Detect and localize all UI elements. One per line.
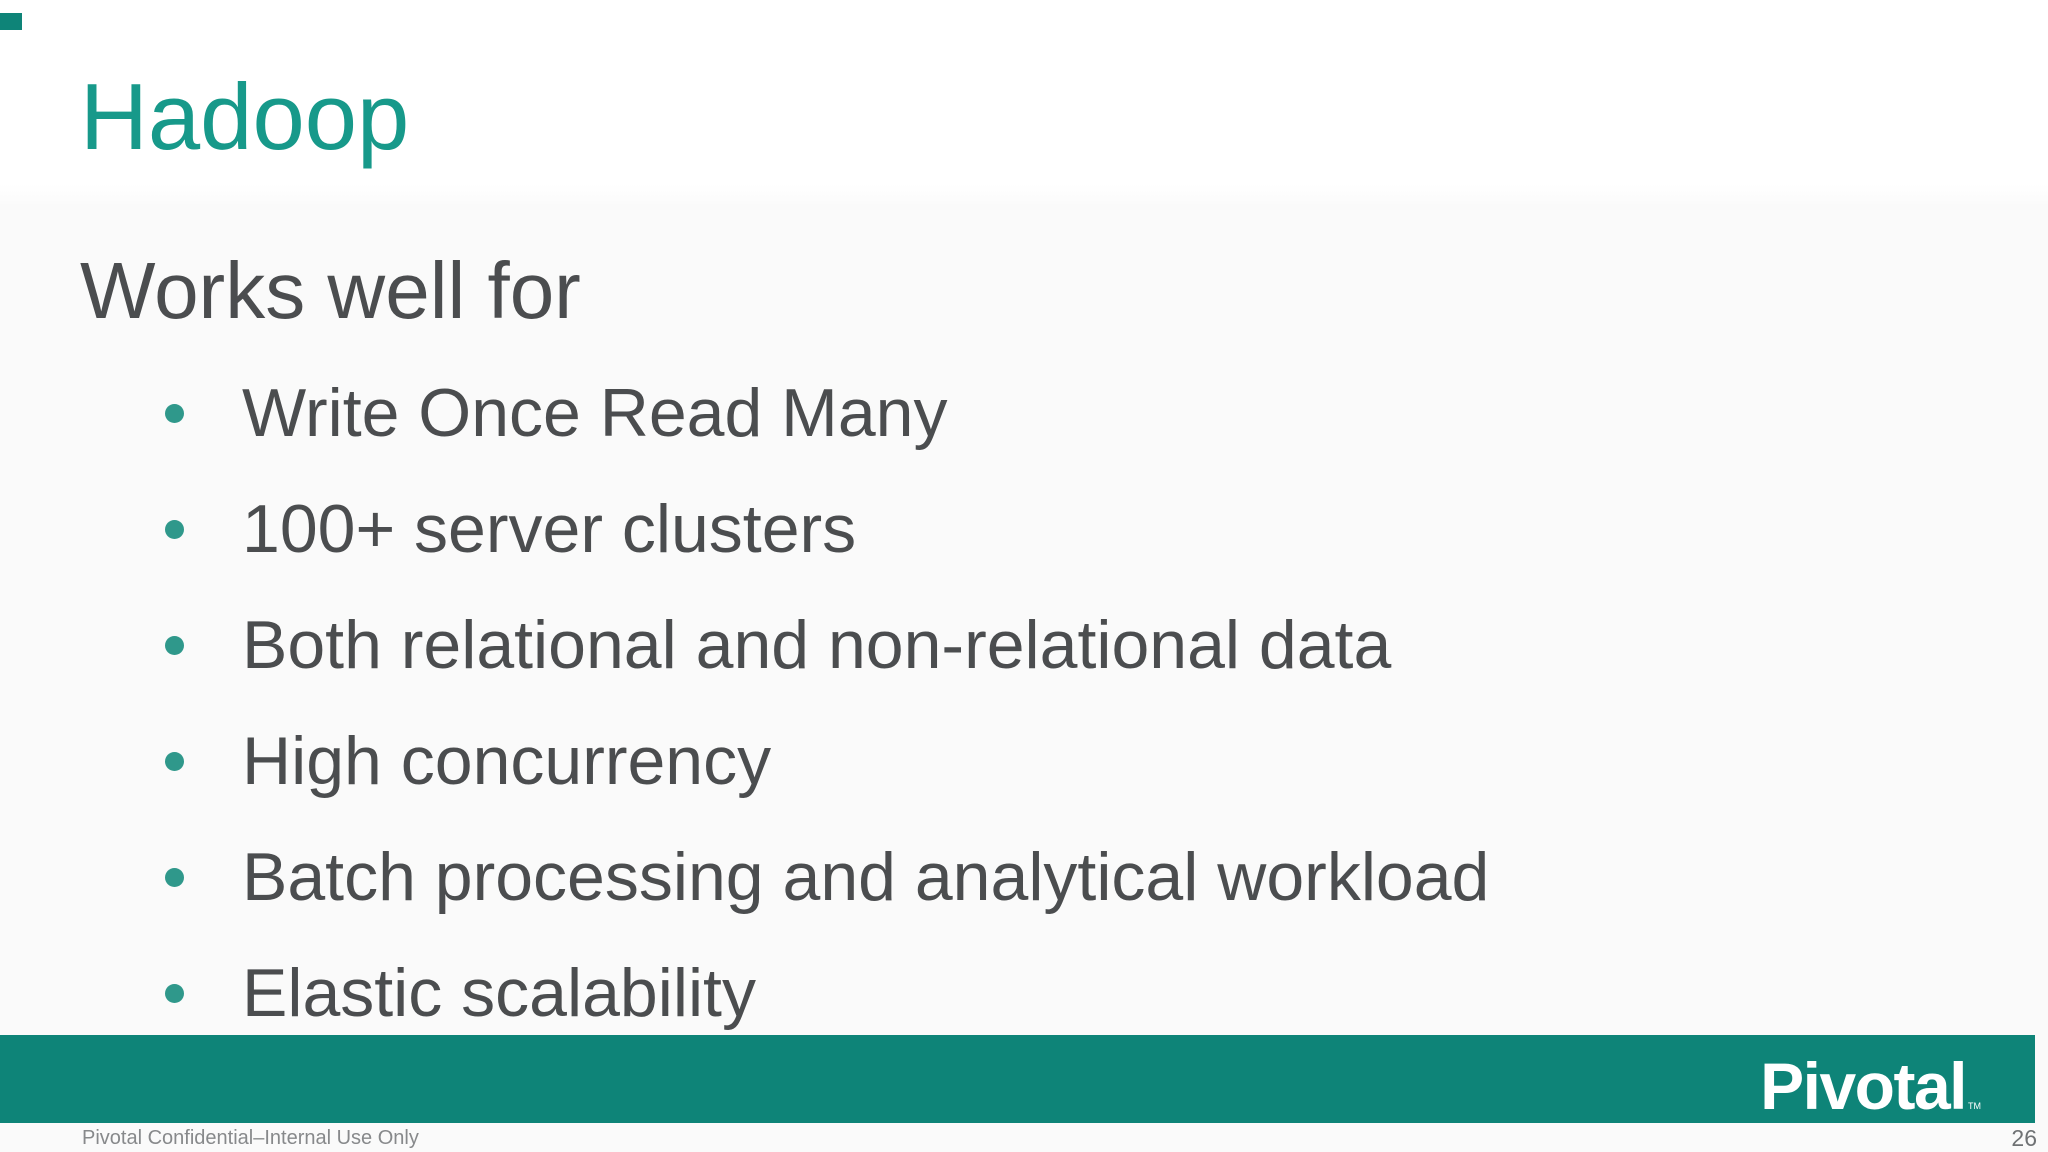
bullet-dot-icon [165, 519, 184, 539]
list-item: 100+ server clusters [0, 471, 2048, 587]
slide-title: Hadoop [80, 64, 410, 169]
slide-subtitle: Works well for [80, 246, 581, 335]
list-item: Batch processing and analytical workload [0, 819, 2048, 935]
trademark-label: TM [1968, 1101, 1981, 1111]
brand-bar: Pivotal TM [0, 1035, 2035, 1123]
bullet-text: Write Once Read Many [242, 375, 948, 451]
bullet-dot-icon [165, 867, 184, 887]
list-item: Both relational and non-relational data [0, 587, 2048, 703]
list-item: High concurrency [0, 703, 2048, 819]
bullet-dot-icon [165, 635, 184, 655]
bullet-text: 100+ server clusters [242, 491, 857, 567]
bullet-dot-icon [165, 983, 184, 1003]
bullet-text: Batch processing and analytical workload [242, 839, 1490, 915]
bullet-dot-icon [165, 403, 184, 423]
list-item: Elastic scalability [0, 935, 2048, 1051]
bullet-dot-icon [165, 751, 184, 771]
page-number: 26 [2011, 1125, 2037, 1151]
bullet-text: High concurrency [242, 723, 772, 799]
brand-lockup: Pivotal TM [1760, 1053, 1981, 1119]
list-item: Write Once Read Many [0, 355, 2048, 471]
pivotal-logo: Pivotal [1760, 1049, 1967, 1123]
corner-accent-mark [0, 13, 22, 30]
bullet-list: Write Once Read Many 100+ server cluster… [0, 355, 2048, 1051]
bullet-text: Both relational and non-relational data [242, 607, 1392, 683]
bullet-text: Elastic scalability [242, 955, 756, 1031]
confidentiality-note: Pivotal Confidential–Internal Use Only [82, 1127, 419, 1149]
